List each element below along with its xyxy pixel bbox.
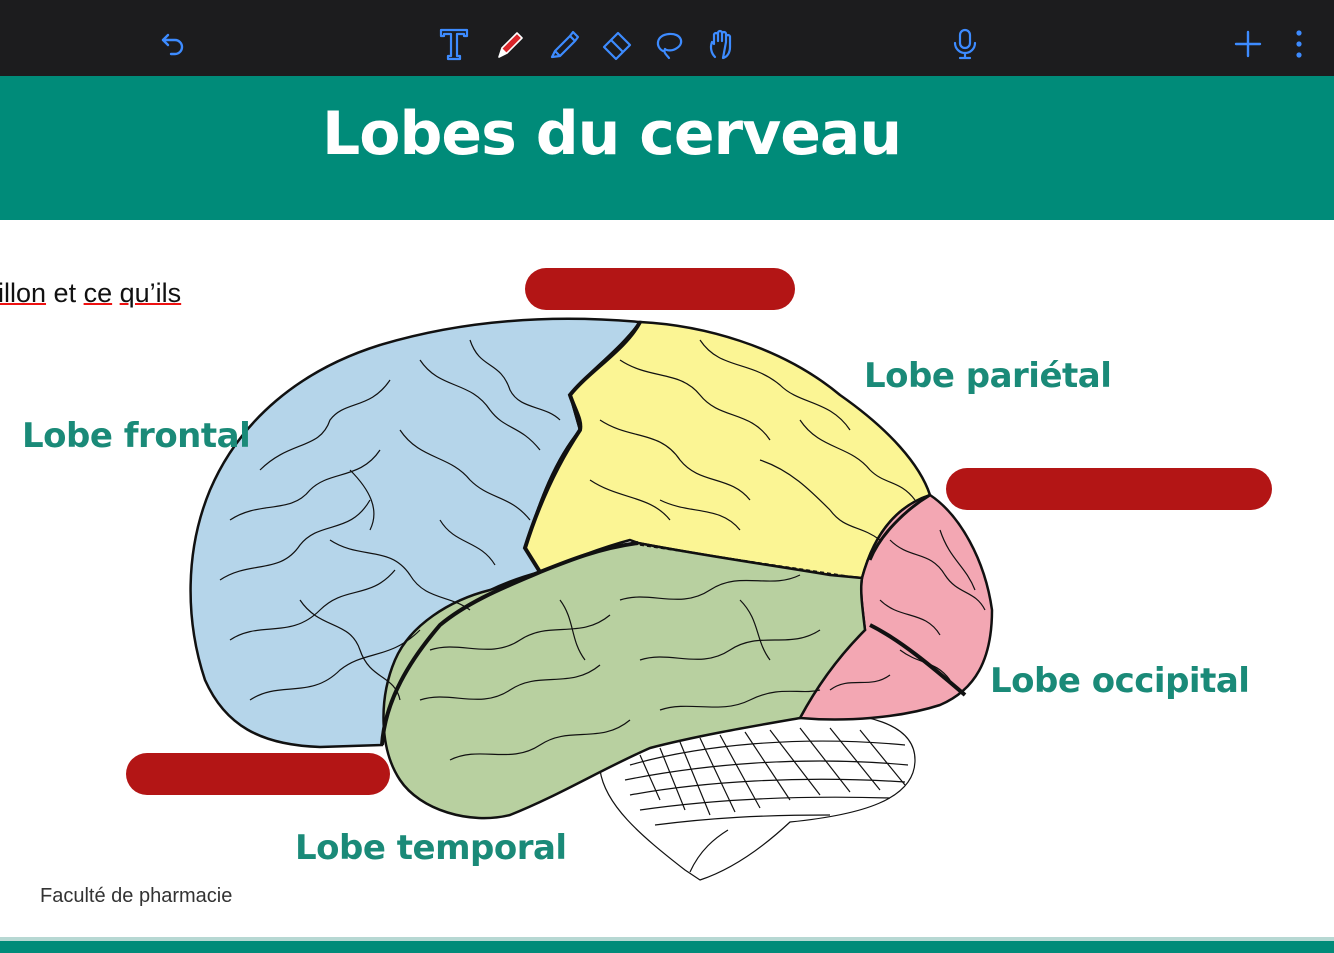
label-temporal-lobe: Lobe temporal [295, 828, 567, 868]
label-parietal-lobe: Lobe pariétal [864, 356, 1111, 396]
label-occipital-lobe: Lobe occipital [990, 661, 1249, 701]
redaction-mark[interactable] [525, 268, 795, 310]
redaction-mark[interactable] [946, 468, 1272, 510]
redaction-mark[interactable] [126, 753, 390, 795]
footer-band [0, 941, 1334, 953]
label-frontal-lobe: Lobe frontal [22, 416, 250, 456]
footer-text: Faculté de pharmacie [40, 885, 232, 908]
